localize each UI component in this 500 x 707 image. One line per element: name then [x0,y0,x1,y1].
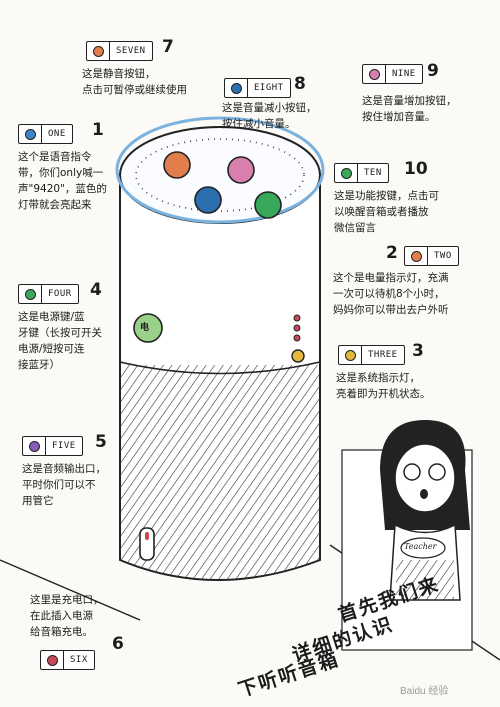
badge-seven: SEVEN [86,41,153,61]
callout-icon [339,346,362,364]
mute-button[interactable] [163,151,191,179]
callout-icon [405,247,428,265]
callout-text-eight: 这是音量减小按钮， 按住减小音量。 [222,102,317,130]
callout-icon [19,285,42,303]
badge-four: FOUR [18,284,79,304]
battery-led [293,334,301,342]
floor-line [0,559,141,621]
power-button[interactable] [133,313,163,343]
callout-icon [19,125,42,143]
callout-number: 9 [427,61,439,81]
callout-number: 4 [90,280,102,300]
badge-eight: EIGHT [224,78,291,98]
volume-down-button[interactable] [194,186,222,214]
callout-text-five: 这是音频输出口， 平时你们可以不 用管它 [22,463,106,507]
callout-number: 3 [412,341,424,361]
callout-text-seven: 这是静音按钮， 点击可暂停或继续使用 [82,68,187,96]
callout-number: 5 [95,432,107,452]
callout-number: 8 [294,74,306,94]
callout-icon [363,65,386,83]
callout-text-six: 这里是充电口， 在此插入电源 给音箱充电。 [30,594,104,638]
power-button-label: 电 [140,323,150,333]
badge-ten: TEN [334,163,389,183]
battery-led [293,324,301,332]
callout-icon [335,164,358,182]
badge-three: THREE [338,345,405,365]
callout-icon [23,437,46,455]
badge-nine: NINE [362,64,423,84]
badge-two: TWO [404,246,459,266]
callout-number: 1 [92,120,104,140]
function-button[interactable] [254,191,282,219]
callout-text-ten: 这是功能按键，点击可 以唤醒音箱或者播放 微信留言 [334,190,439,234]
callout-text-nine: 这是音量增加按钮， 按住增加音量。 [362,95,457,123]
audio-port[interactable] [139,527,155,561]
apron-text: Teacher [404,542,437,551]
volume-up-button[interactable] [227,156,255,184]
badge-five: FIVE [22,436,83,456]
callout-text-four: 这是电源键/蓝 牙键（长按可开关 电源/短按可连 接蓝牙） [18,311,102,371]
teacher-illustration [341,420,473,651]
watermark: Baidu 经验 [400,686,449,697]
battery-led [293,314,301,322]
system-led [291,349,305,363]
charge-port[interactable] [145,532,149,540]
badge-one: ONE [18,124,73,144]
callout-text-one: 这个是语音指令 带，你们only喊一 声"9420"，蓝色的 灯带就会亮起来 [18,151,107,211]
callout-number: 10 [404,159,428,179]
callout-text-three: 这是系统指示灯， 亮着即为开机状态。 [336,372,431,400]
callout-icon [41,651,64,669]
callout-icon [225,79,248,97]
callout-number: 2 [386,243,398,263]
callout-number: 7 [162,37,174,57]
callout-number: 6 [112,634,124,654]
callout-text-two: 这个是电量指示灯，充满 一次可以待机8个小时， 妈妈你可以带出去户外听 [333,272,449,316]
callout-icon [87,42,110,60]
badge-six: SIX [40,650,95,670]
